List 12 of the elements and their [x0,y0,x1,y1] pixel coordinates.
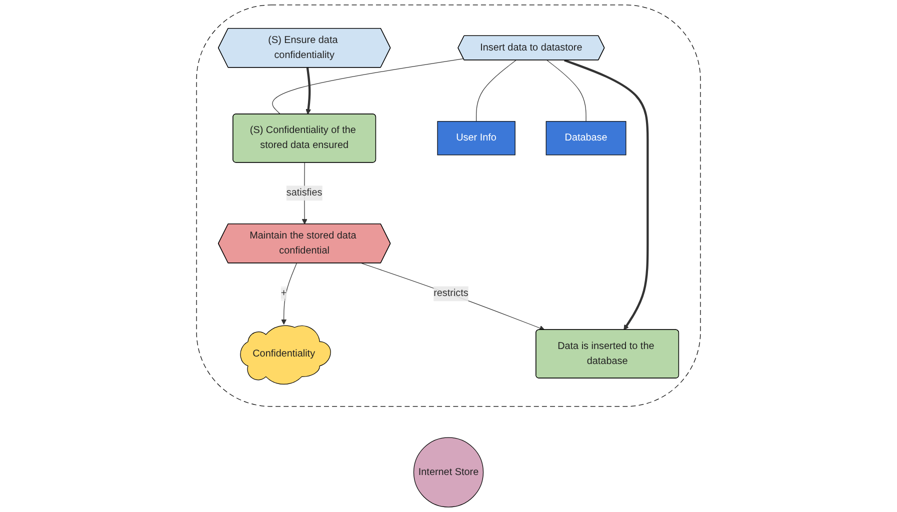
connector [272,58,464,115]
node-circle: Internet Store [413,437,484,508]
connector [546,60,586,122]
edge-label: + [280,288,287,299]
arrow [361,263,545,331]
node-box: Database [546,121,626,156]
connector [476,60,516,122]
edge-label: satisfies [286,188,322,198]
arrow [564,59,649,330]
edge-label: restricts [434,288,468,299]
arrow [306,68,312,115]
node-box: User Info [437,121,516,156]
